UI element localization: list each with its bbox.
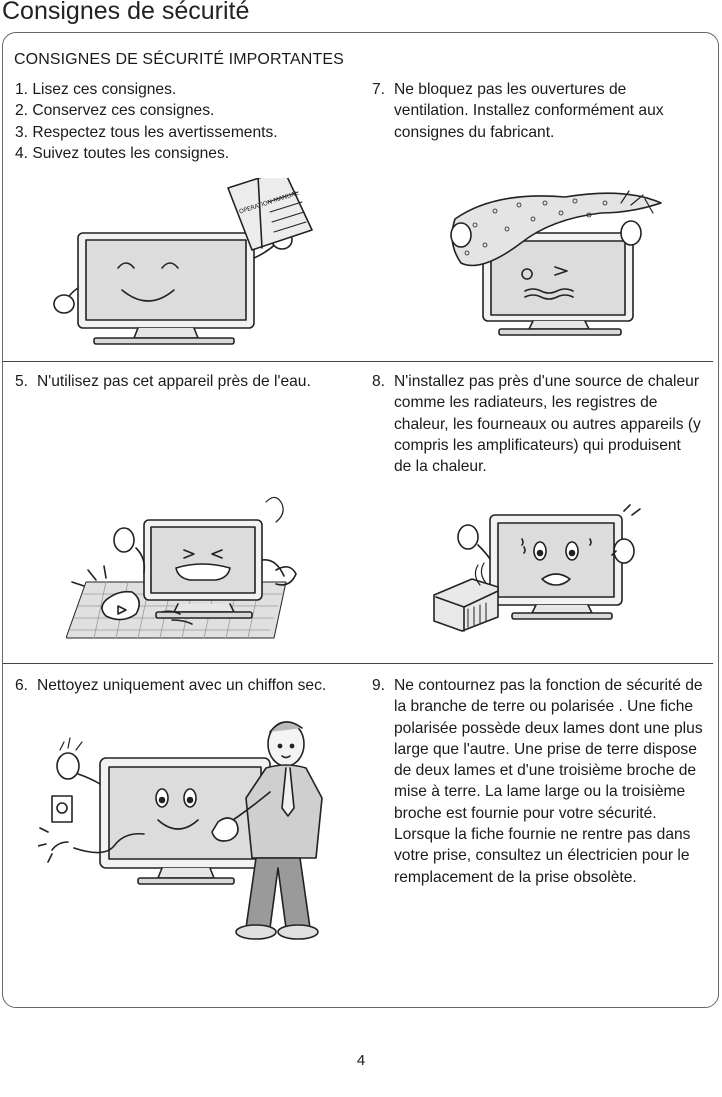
instruction-3: 3. Respectez tous les avertissements. [15,123,278,141]
section-divider-2 [3,663,713,664]
section-heading: CONSIGNES DE SÉCURITÉ IMPORTANTES [14,51,344,68]
instruction-8: 8. N'installez pas près d'une source de … [372,371,702,477]
instruction-9-text: Ne contournez pas la fonction de sécurit… [394,677,703,886]
instruction-6: 6. Nettoyez uniquement avec un chiffon s… [15,675,350,696]
instruction-7-text: Ne bloquez pas les ouvertures de ventila… [394,81,664,141]
instruction-5-number: 5. [15,373,29,390]
instruction-6-number: 6. [15,677,29,694]
page-number: 4 [356,1052,366,1069]
page-title: Consignes de sécurité [2,0,250,25]
instruction-9-number: 9. [372,677,386,694]
instruction-6-text: Nettoyez uniquement avec un chiffon sec. [37,677,327,694]
instruction-8-number: 8. [372,373,386,390]
instructions-list: 1. Lisez ces consignes. 2. Conservez ces… [15,79,355,164]
cleaning-tv-illustration [38,721,323,940]
section-divider-1 [3,361,713,362]
instruction-7: 7. Ne bloquez pas les ouvertures de vent… [372,79,692,143]
instruction-8-text: N'installez pas près d'une source de cha… [394,373,701,476]
tv-near-water-illustration [66,496,297,639]
instruction-5: 5. N'utilisez pas cet appareil près de l… [15,371,365,392]
tv-near-heater-illustration [433,504,641,632]
safety-panel [2,32,719,1008]
instruction-2: 2. Conservez ces consignes. [15,102,215,120]
instruction-1: 1. Lisez ces consignes. [15,81,177,98]
instruction-9: 9. Ne contournez pas la fonction de sécu… [372,675,704,888]
tv-reading-manual-illustration: OPERATION MANUAL [53,178,313,345]
instruction-4: 4. Suivez toutes les consignes. [15,144,230,162]
instruction-5-text: N'utilisez pas cet appareil près de l'ea… [37,373,311,390]
instruction-7-number: 7. [372,81,386,98]
tv-covered-vents-illustration [450,190,662,336]
